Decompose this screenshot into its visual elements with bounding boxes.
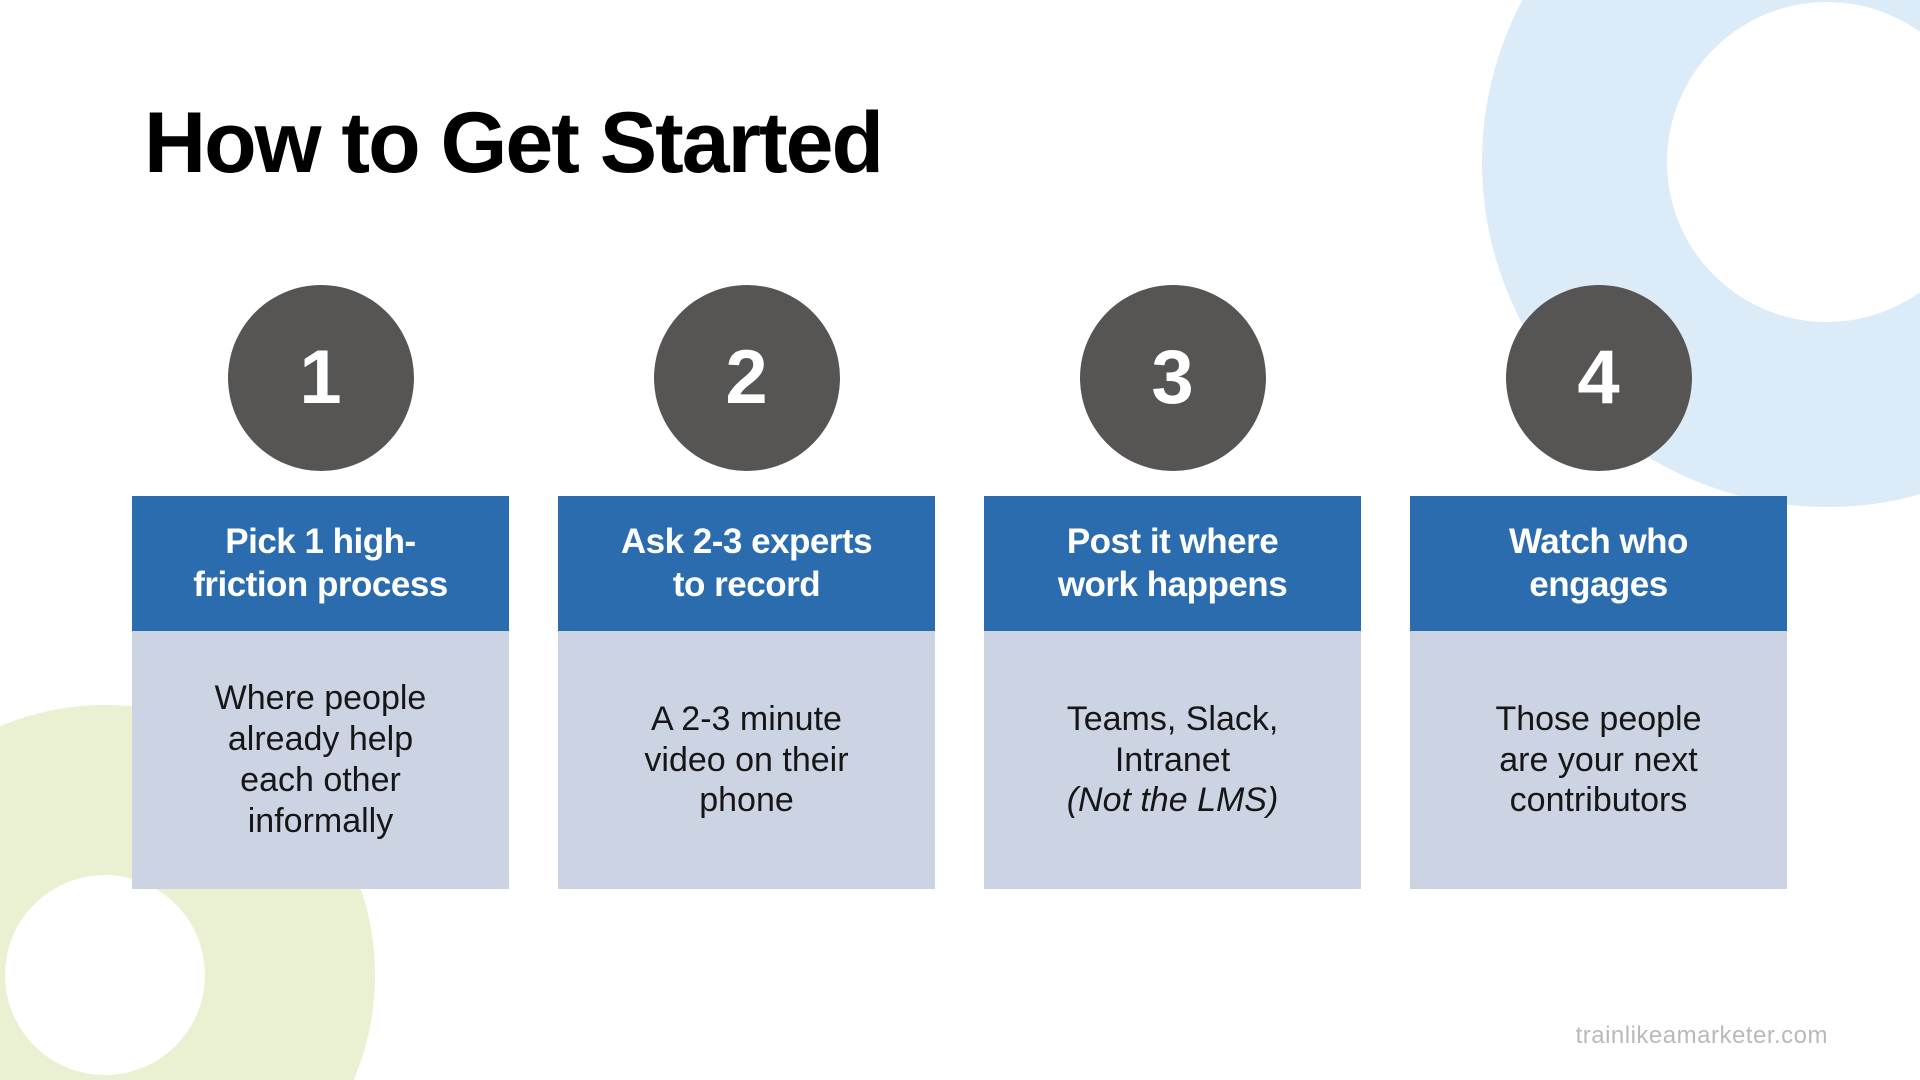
website-watermark: trainlikeamarketer.com [1575,1022,1828,1049]
step-4-title: Watch who engages [1410,496,1787,631]
step-2-number: 2 [725,335,768,420]
step-2-title: Ask 2-3 experts to record [558,496,935,631]
step-4-number: 4 [1577,335,1620,420]
step-2: 2 Ask 2-3 experts to record A 2-3 minute… [558,285,935,889]
step-3-title: Post it where work happens [984,496,1361,631]
steps-row: 1 Pick 1 high- friction process Where pe… [132,285,1788,889]
step-3-note: (Not the LMS) [1066,781,1279,820]
step-1: 1 Pick 1 high- friction process Where pe… [132,285,509,889]
step-3-number: 3 [1151,335,1194,420]
step-1-number: 1 [299,335,342,420]
step-3: 3 Post it where work happens Teams, Slac… [984,285,1361,889]
step-3-body-text: Teams, Slack, Intranet [1066,699,1279,779]
step-3-body: Teams, Slack, Intranet (Not the LMS) [984,631,1361,889]
step-4-body-text: Those people are your next contributors [1495,699,1702,820]
step-1-body-text: Where people already help each other inf… [214,679,427,840]
page-title: How to Get Started [144,95,884,191]
step-4-body: Those people are your next contributors [1410,631,1787,889]
step-2-body-text: A 2-3 minute video on their phone [644,699,849,820]
step-1-number-badge: 1 [227,285,414,471]
step-2-body: A 2-3 minute video on their phone [558,631,935,889]
step-4-number-badge: 4 [1505,285,1692,471]
step-1-body: Where people already help each other inf… [132,631,509,889]
step-1-title: Pick 1 high- friction process [132,496,509,631]
step-4: 4 Watch who engages Those people are you… [1410,285,1787,889]
step-3-number-badge: 3 [1079,285,1266,471]
step-2-number-badge: 2 [653,285,840,471]
